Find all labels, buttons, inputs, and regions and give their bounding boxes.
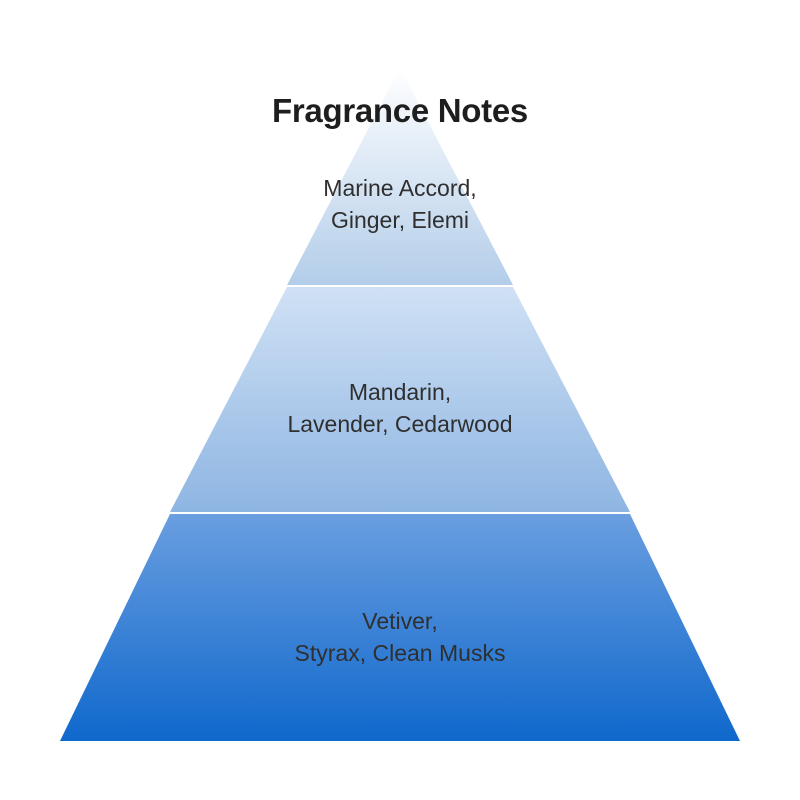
top-notes-line-1: Marine Accord, — [323, 175, 477, 201]
top-notes-label: Marine Accord, Ginger, Elemi — [0, 172, 800, 236]
heart-notes-label: Mandarin, Lavender, Cedarwood — [0, 376, 800, 440]
pyramid-tier-middle — [170, 287, 630, 512]
base-notes-line-1: Vetiver, — [362, 608, 438, 634]
base-notes-label: Vetiver, Styrax, Clean Musks — [0, 605, 800, 669]
pyramid-tier-base — [60, 514, 740, 741]
pyramid-tier-top — [287, 68, 513, 285]
pyramid-title: Fragrance Notes — [272, 92, 528, 129]
heart-notes-line-2: Lavender, Cedarwood — [287, 411, 513, 437]
top-notes-line-2: Ginger, Elemi — [330, 207, 470, 233]
base-notes-line-2: Styrax, Clean Musks — [294, 640, 506, 666]
heart-notes-line-1: Mandarin, — [348, 379, 452, 405]
